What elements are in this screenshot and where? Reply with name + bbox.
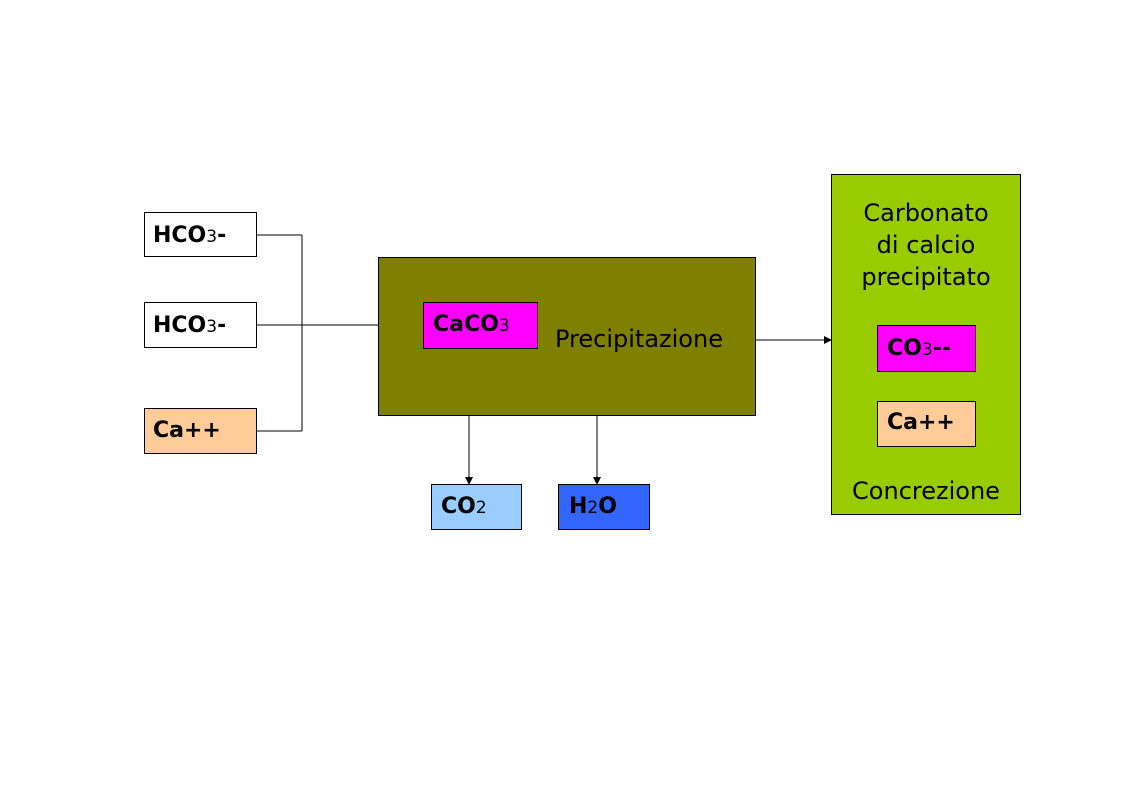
caco3-box: CaCO3 (423, 302, 538, 349)
hco3-box-middle: HCO3- (144, 302, 257, 348)
ca-label-input: Ca++ (153, 418, 221, 443)
ca-box-input: Ca++ (144, 408, 257, 454)
hco3-box-top: HCO3- (144, 212, 257, 257)
concrezione-box: Carbonato di calcio precipitato CO3-- Ca… (831, 174, 1021, 515)
precipitazione-box: CaCO3 Precipitazione (378, 257, 756, 416)
result-title: Carbonato di calcio precipitato (832, 197, 1020, 293)
co3-box: CO3-- (877, 325, 976, 372)
h2o-label: H2O (569, 494, 617, 519)
concrezione-label: Concrezione (852, 477, 1000, 505)
ca-label-result: Ca++ (887, 410, 955, 435)
co2-box: CO2 (431, 484, 522, 530)
hco3-label-top: HCO3- (153, 223, 227, 248)
ca-box-result: Ca++ (877, 401, 976, 447)
hco3-label-middle: HCO3- (153, 313, 227, 338)
result-title-line-3: precipitato (861, 263, 991, 291)
caco3-label: CaCO3 (433, 312, 510, 337)
result-title-line-2: di calcio (876, 231, 976, 259)
result-title-line-1: Carbonato (863, 199, 989, 227)
h2o-box: H2O (558, 484, 650, 530)
co3-label: CO3-- (887, 336, 951, 361)
co2-label: CO2 (441, 494, 487, 519)
precipitazione-label: Precipitazione (555, 325, 723, 353)
